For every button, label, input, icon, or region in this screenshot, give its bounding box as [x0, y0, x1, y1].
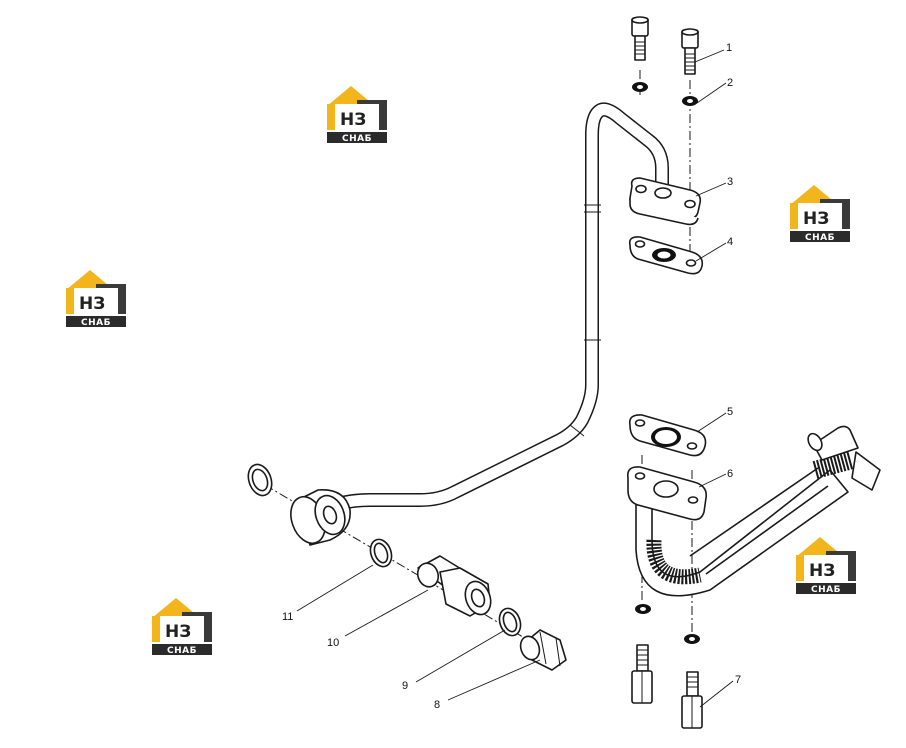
callout-3: 3 — [727, 176, 733, 188]
callout-4: 4 — [727, 236, 733, 248]
gasket-part-5 — [628, 414, 707, 457]
callout-2: 2 — [727, 77, 733, 89]
stud-part-7 — [631, 604, 703, 729]
gasket-part-4 — [628, 236, 704, 275]
callout-7: 7 — [735, 674, 741, 686]
sealing-ring-part-11 — [369, 538, 393, 568]
callout-1: 1 — [726, 42, 732, 54]
washer-part-2 — [632, 82, 698, 106]
watermark-logo — [66, 270, 126, 328]
callout-10: 10 — [327, 637, 339, 649]
flex-hose-part-6 — [626, 425, 881, 597]
watermark-logo — [790, 185, 850, 243]
callout-11: 11 — [282, 611, 293, 623]
watermark-logo — [327, 86, 387, 144]
plug-bolt-part-8 — [519, 629, 567, 671]
callout-9: 9 — [402, 680, 408, 692]
adapter-part-10 — [416, 555, 492, 617]
sealing-ring-part-9 — [498, 607, 522, 637]
bolt-part-1 — [631, 16, 699, 75]
watermark-logo — [152, 598, 212, 656]
callout-6: 6 — [727, 468, 733, 480]
flange-part-3 — [629, 177, 702, 226]
callout-8: 8 — [434, 699, 440, 711]
sealing-ring-left — [247, 463, 273, 497]
leader-lines — [296, 49, 734, 708]
oil-pipe — [332, 102, 669, 512]
callout-5: 5 — [727, 406, 733, 418]
banjo-fitting — [290, 489, 351, 546]
watermark-logo — [796, 537, 856, 595]
